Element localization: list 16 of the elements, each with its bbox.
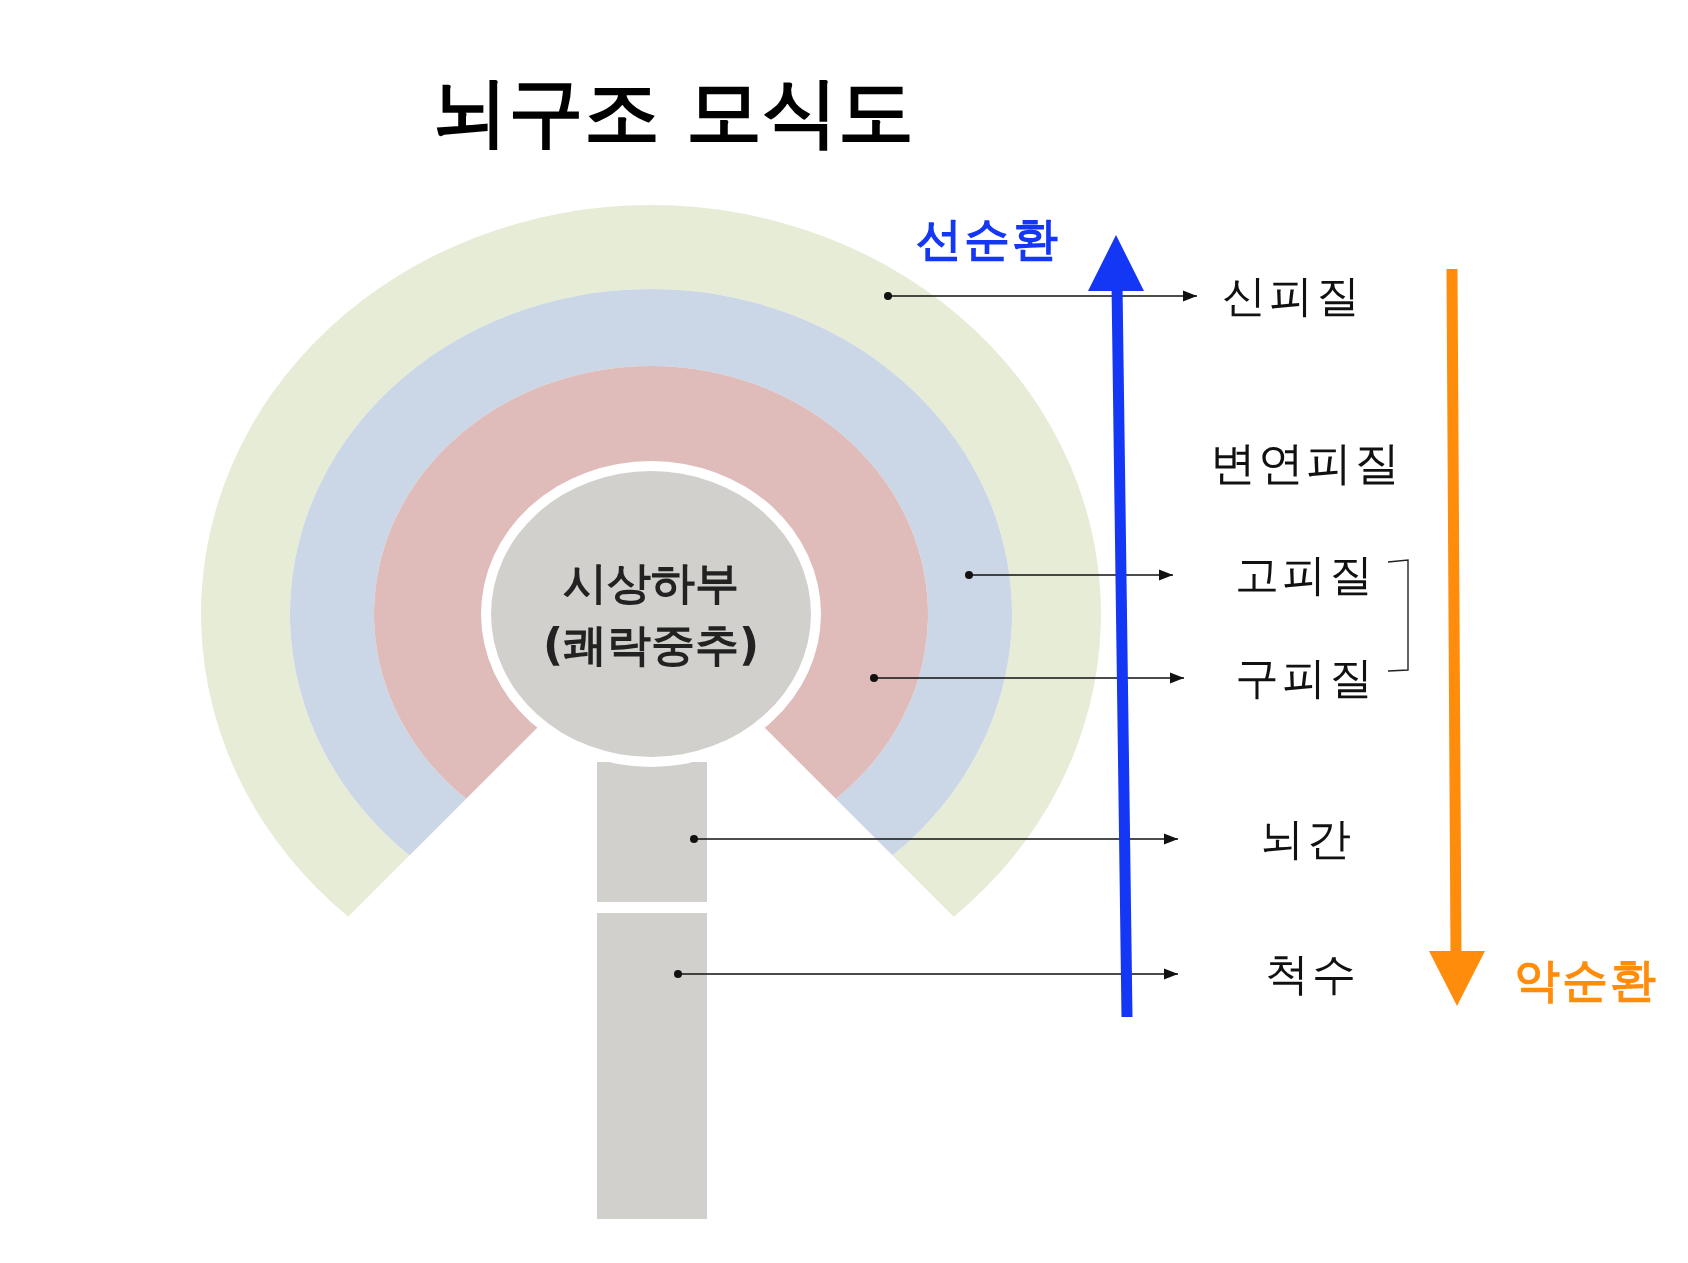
region-label: 뇌간 xyxy=(1260,812,1354,866)
region-label: 척수 xyxy=(1265,947,1359,1001)
region-label: 변연피질 xyxy=(1210,435,1402,491)
stem-box xyxy=(597,762,707,902)
arrow-label: 악순환 xyxy=(1514,952,1658,1008)
leader-line xyxy=(884,290,1198,302)
region-label: 신피질 xyxy=(1222,269,1363,323)
region-label: 구피질 xyxy=(1235,651,1376,705)
leader-line xyxy=(965,569,1174,581)
stem-box xyxy=(597,913,707,1219)
leader-line xyxy=(870,672,1185,684)
leader-line xyxy=(674,968,1179,980)
leader-line xyxy=(690,833,1179,845)
arrow-label: 선순환 xyxy=(916,211,1060,267)
region-label: 고피질 xyxy=(1235,548,1376,602)
title: 뇌구조 모식도 xyxy=(431,65,915,158)
